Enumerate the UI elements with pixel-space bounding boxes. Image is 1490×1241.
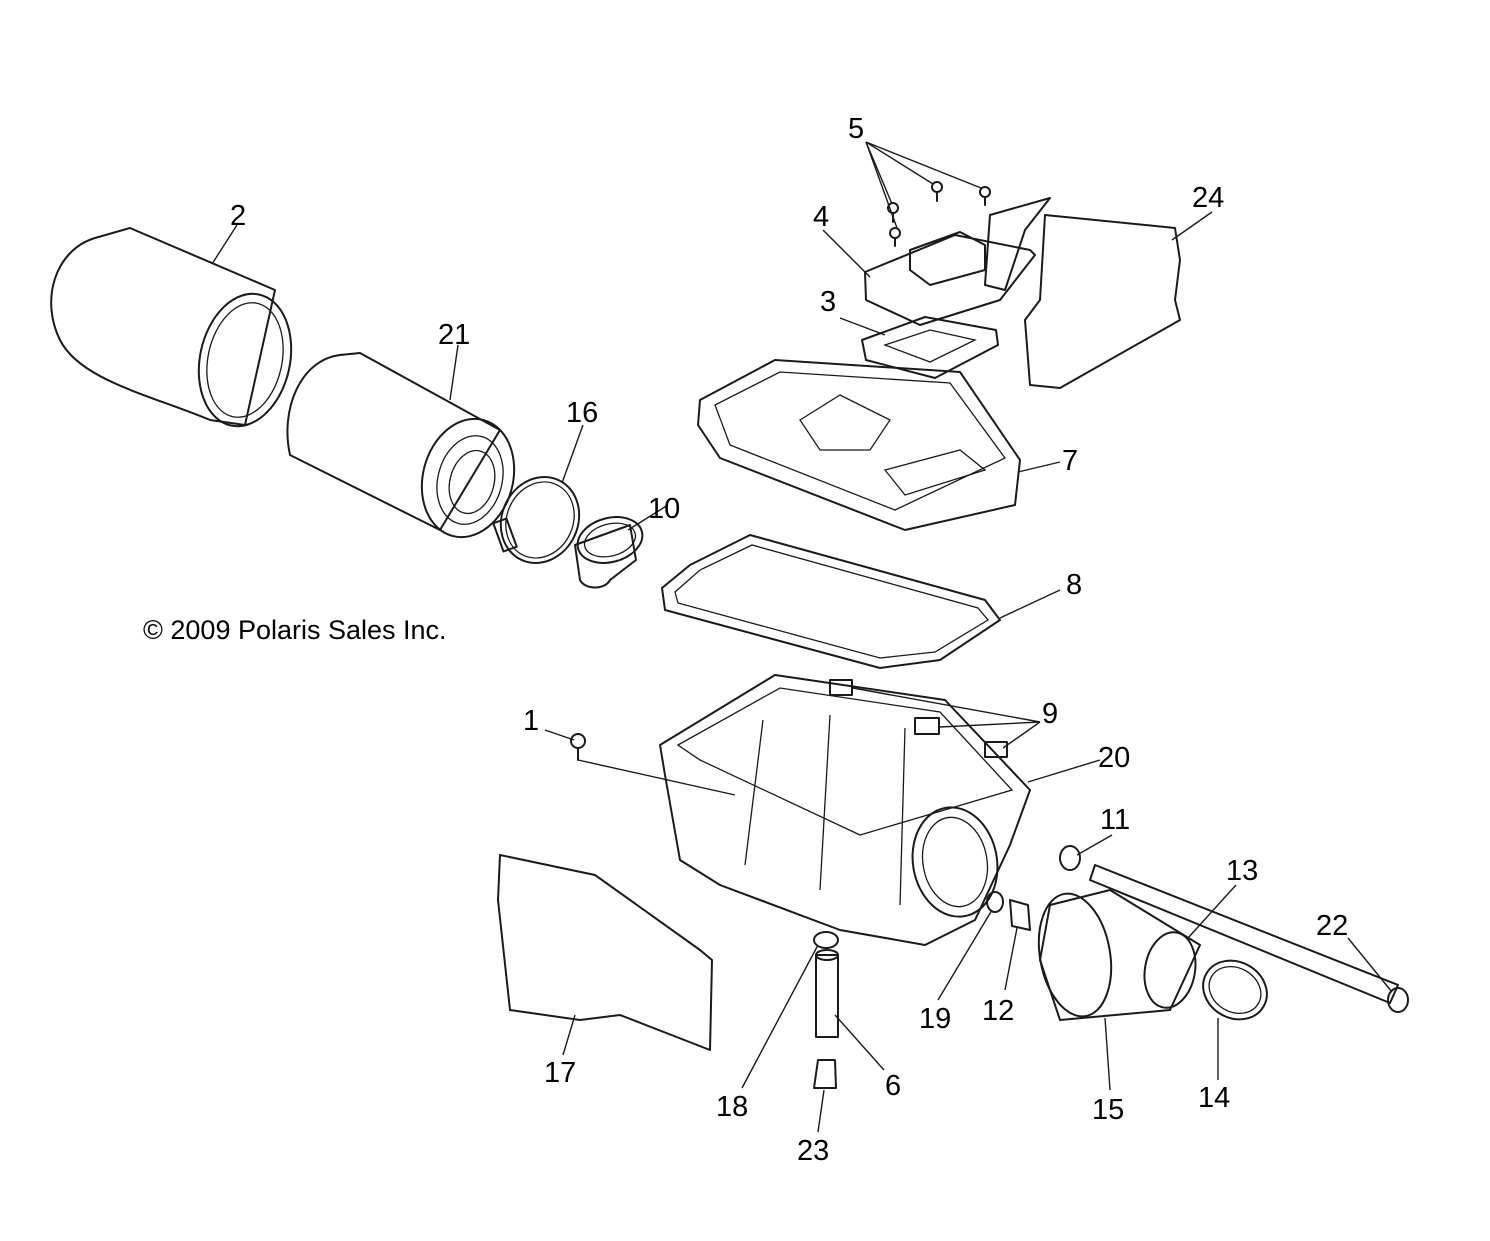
callout-24: 24 [1192,182,1224,214]
filter-screen [497,854,713,1051]
callout-18: 18 [716,1091,748,1123]
callout-22: 22 [1316,910,1348,942]
callout-21: 21 [438,319,470,351]
callout-13: 13 [1226,855,1258,887]
callout-15: 15 [1092,1094,1124,1126]
fittings [986,891,1031,931]
intake-boot [1037,889,1201,1021]
foam-gasket [1024,214,1181,389]
airbox-lid [697,359,1021,531]
drain-assembly [813,931,839,1089]
airbox-body [659,674,1031,946]
air-filter-element [286,352,516,539]
callout-2: 2 [230,200,246,232]
callout-23: 23 [797,1135,829,1167]
coupler-ring [574,516,644,589]
callout-3: 3 [820,286,836,318]
snorkel-cover [864,197,1051,326]
callout-7: 7 [1062,445,1078,477]
copyright-notice: © 2009 Polaris Sales Inc. [143,615,447,645]
screws [887,181,991,247]
callout-16: 16 [566,397,598,429]
callout-20: 20 [1098,742,1130,774]
callout-11: 11 [1100,804,1130,836]
clamp-16 [492,476,581,564]
pre-filter-sleeve [50,227,293,428]
lid-gasket [661,534,1001,669]
callout-14: 14 [1198,1082,1230,1114]
callout-9: 9 [1042,698,1058,730]
callout-10: 10 [648,493,680,525]
callout-1: 1 [523,705,539,737]
callout-6: 6 [885,1070,901,1102]
callout-5: 5 [848,113,864,145]
callout-4: 4 [813,201,829,233]
callout-17: 17 [544,1057,576,1089]
leader-lines [211,141,1393,1133]
clips [829,679,1008,758]
gasket-plate [861,316,999,379]
breather-tube [1059,845,1409,1013]
callout-12: 12 [982,995,1014,1027]
callout-19: 19 [919,1003,951,1035]
callout-labels: 1 2 3 4 5 6 7 8 9 10 11 12 13 14 15 16 1… [230,113,1348,1167]
callout-8: 8 [1066,569,1082,601]
bolt [570,733,586,761]
clamp-14 [1202,959,1268,1021]
